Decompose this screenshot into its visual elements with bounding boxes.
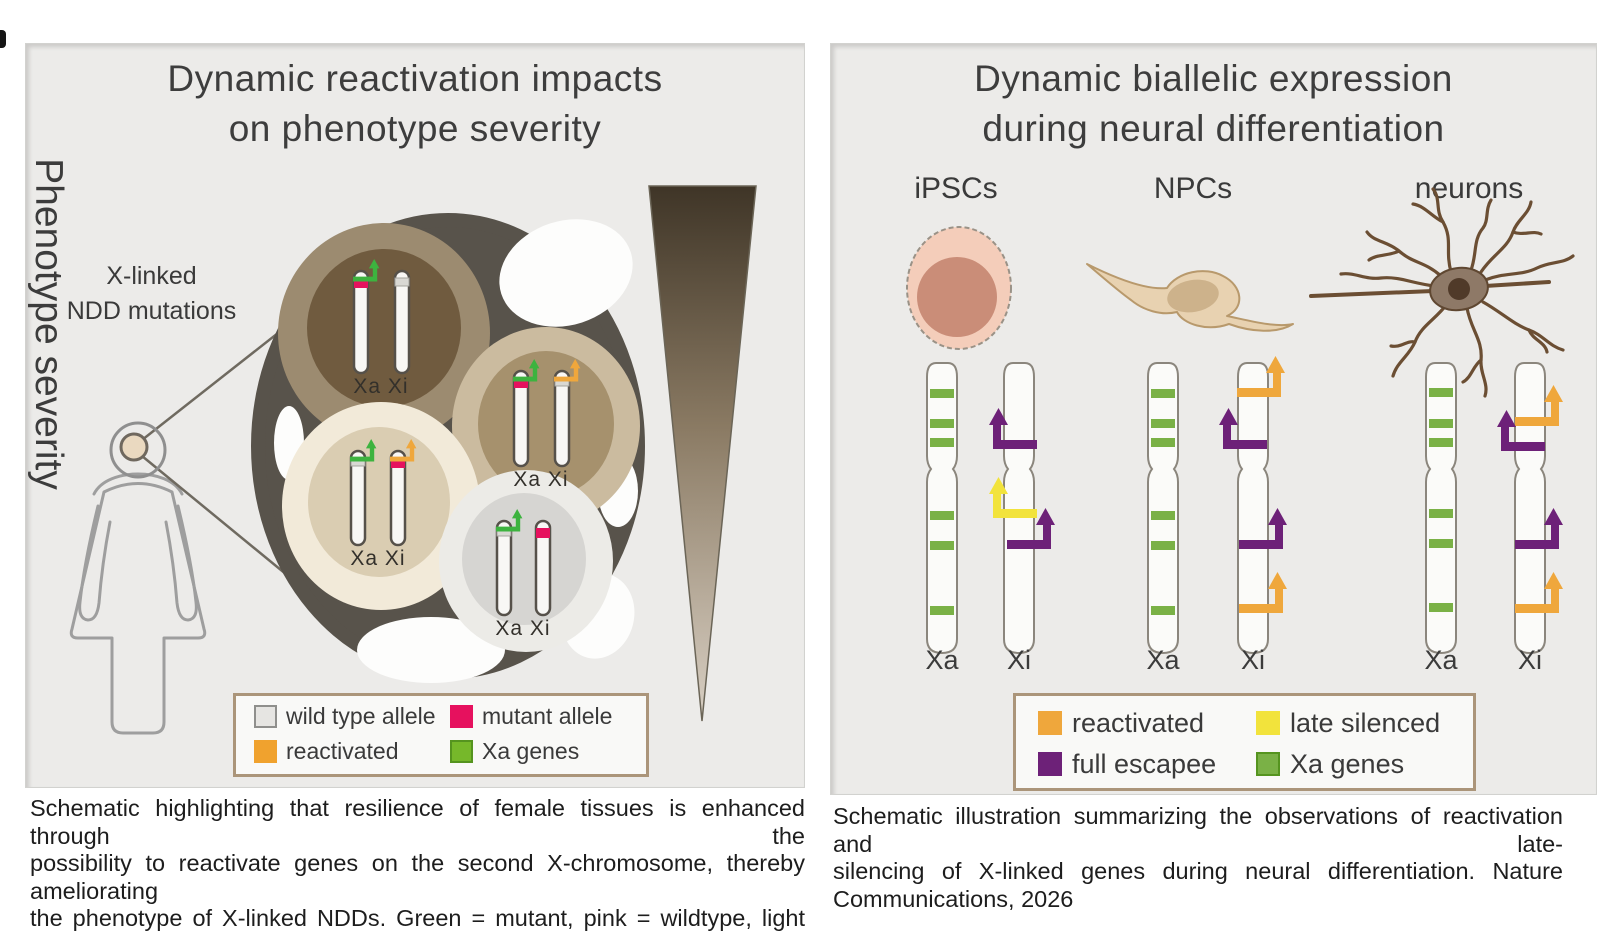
xa-chromosomes: [926, 362, 1457, 655]
neuron-xa-label: Xa: [1424, 645, 1458, 675]
biallelic-expression-panel: Dynamic biallelic expression during neur…: [830, 43, 1597, 795]
female-figure: [69, 472, 207, 735]
left-title-line1: Dynamic reactivation impacts: [167, 58, 663, 99]
cell1-pair-label: Xa Xi: [353, 375, 409, 398]
cell3-chromosomes: [349, 439, 417, 547]
cell-most-severe: [278, 223, 490, 443]
left-title-line2: on phenotype severity: [228, 108, 602, 149]
column-header-ipscs: iPSCs: [914, 172, 998, 205]
cell1-chromosomes: [352, 259, 411, 375]
neuron-xi-chromosome: [1514, 362, 1546, 655]
ipsc-xi-label: Xi: [1006, 645, 1031, 675]
right-panel-title: Dynamic biallelic expression during neur…: [831, 54, 1596, 154]
mutant-allele-band: [354, 278, 368, 288]
cell-mild: [282, 402, 480, 610]
right-title-line2: during neural differentiation: [982, 108, 1445, 149]
cell3-pair-label: Xa Xi: [350, 547, 406, 570]
legend-item-xa-genes: Xa genes: [1256, 749, 1404, 780]
legend-item-reactivated: reactivated: [1038, 708, 1256, 739]
right-panel-graphics: [906, 187, 1575, 655]
cell-severe: [452, 327, 640, 525]
cell-least-severe: [439, 470, 613, 652]
column-header-npcs: NPCs: [1153, 172, 1233, 205]
legend-item-xa-genes: Xa genes: [450, 738, 579, 765]
npc-xi-chromosome: [1237, 362, 1269, 655]
legend-item-late-silenced: late silenced: [1256, 708, 1440, 739]
npc-xa-label: Xa: [1146, 645, 1180, 675]
phenotype-severity-funnel: [648, 185, 757, 722]
phenotype-severity-axis-label: Phenotype severity: [27, 158, 70, 490]
cell4-pair-label: Xa Xi: [495, 617, 551, 640]
xa-gene-bands: [930, 389, 954, 615]
mutant-allele-band: [536, 528, 550, 538]
late-silenced-swatch: [1256, 711, 1280, 735]
legend-item-mutant: mutant allele: [450, 703, 612, 730]
cell2-chromosomes: [512, 359, 581, 468]
left-panel-graphics: [69, 185, 757, 735]
xa-genes-swatch: [450, 739, 473, 763]
legend-item-reactivated: reactivated: [254, 738, 450, 765]
neuron-xi-label: Xi: [1517, 645, 1542, 675]
left-panel-caption: Schematic highlighting that resilience o…: [30, 795, 805, 933]
ipsc-cell-illustration: [906, 226, 1012, 350]
xa-gene-bands: [1429, 388, 1453, 612]
mutant-swatch: [450, 704, 473, 728]
legend-item-full-escapee: full escapee: [1038, 749, 1256, 780]
right-panel-legend: reactivated late silenced full escapee X…: [1013, 693, 1476, 791]
cell4-chromosomes: [495, 509, 552, 617]
ipsc-xi-chromosome: [1003, 362, 1035, 655]
reactivated-swatch: [254, 739, 277, 763]
page-edge-mark: [0, 30, 6, 48]
phenotype-severity-panel: Dynamic reactivation impacts on phenotyp…: [25, 43, 805, 788]
left-panel-title: Dynamic reactivation impacts on phenotyp…: [26, 54, 804, 154]
right-title-line1: Dynamic biallelic expression: [974, 58, 1453, 99]
npc-cell-illustration: [1086, 263, 1294, 332]
reactivated-swatch: [1038, 711, 1062, 735]
npc-xa-chromosome: [1147, 362, 1179, 655]
mutant-allele-band: [391, 458, 405, 468]
x-linked-ndd-mutations-label: X-linked NDD mutations: [66, 262, 237, 325]
cell2-pair-label: Xa Xi: [513, 468, 569, 491]
ipsc-xa-label: Xa: [925, 645, 959, 675]
xa-genes-swatch: [1256, 752, 1280, 776]
tissue-cell-cluster: [251, 213, 645, 683]
mutant-allele-band: [514, 378, 528, 388]
npc-xi-label: Xi: [1240, 645, 1265, 675]
expression-arrows: [989, 356, 1563, 613]
xa-gene-bands: [1151, 389, 1175, 615]
wild-type-swatch: [254, 704, 277, 728]
mutation-dot: [119, 432, 149, 462]
right-panel-caption: Schematic illustration summarizing the o…: [833, 803, 1563, 912]
neuron-xa-chromosome: [1425, 362, 1457, 655]
full-escapee-swatch: [1038, 752, 1062, 776]
head-circle: [109, 421, 167, 479]
wildtype-allele-band: [394, 277, 410, 287]
left-panel-legend: wild type allele mutant allele reactivat…: [233, 693, 649, 777]
xi-chromosomes: [1003, 362, 1546, 655]
neuron-cell-illustration: [1309, 187, 1575, 398]
ipsc-xa-chromosome: [926, 362, 958, 655]
legend-item-wild-type: wild type allele: [254, 703, 450, 730]
